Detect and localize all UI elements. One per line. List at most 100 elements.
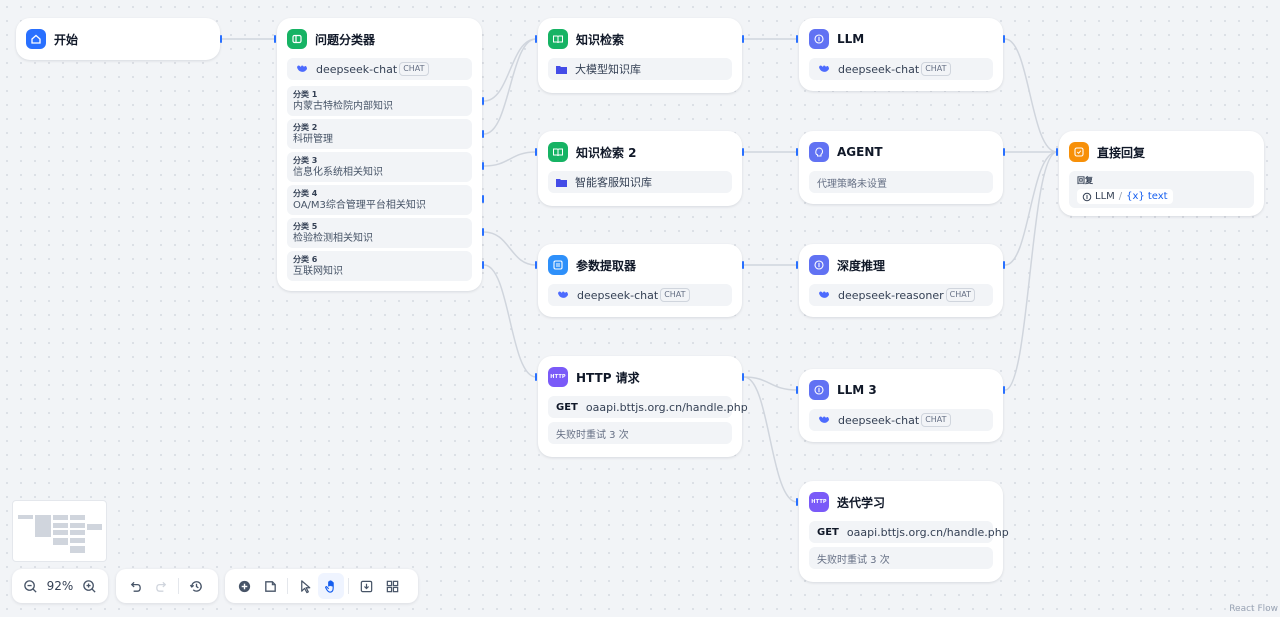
hand-icon xyxy=(324,579,334,593)
llm-icon xyxy=(809,29,829,49)
reason-output-handle[interactable] xyxy=(1003,261,1005,269)
direct-answer-node[interactable]: 直接回复 回复 LLM / {x} text xyxy=(1059,131,1264,216)
node-title: 深度推理 xyxy=(837,258,886,273)
iter-input-handle[interactable] xyxy=(796,498,798,506)
class-item[interactable]: 分类 2 科研管理 xyxy=(287,119,472,149)
edge-llm3-answer xyxy=(1004,151,1058,391)
kb1-input-handle[interactable] xyxy=(535,35,537,43)
class-key: 分类 3 xyxy=(293,156,318,165)
start-output-handle[interactable] xyxy=(220,35,222,43)
llm-output-handle[interactable] xyxy=(1003,35,1005,43)
answer-input-handle[interactable] xyxy=(1056,148,1058,156)
knowledge-retrieval-2-node[interactable]: 知识检索 2 智能客服知识库 xyxy=(538,131,742,206)
class-3-output-handle[interactable] xyxy=(482,162,484,170)
minimap-node xyxy=(70,538,85,543)
class-1-output-handle[interactable] xyxy=(482,97,484,105)
add-note-button[interactable] xyxy=(257,573,283,599)
class-5-output-handle[interactable] xyxy=(482,228,484,236)
model-selector[interactable]: deepseek-chat CHAT xyxy=(809,409,993,431)
dataset-item[interactable]: 智能客服知识库 xyxy=(548,171,732,193)
class-2-output-handle[interactable] xyxy=(482,130,484,138)
deep-reasoning-node[interactable]: 深度推理 deepseek-reasoner CHAT xyxy=(799,244,1003,317)
organize-layout-button[interactable] xyxy=(379,573,405,599)
kb2-output-handle[interactable] xyxy=(742,148,744,156)
param-input-handle[interactable] xyxy=(535,261,537,269)
llm-node[interactable]: LLM deepseek-chat CHAT xyxy=(799,18,1003,91)
model-selector[interactable]: deepseek-chat CHAT xyxy=(548,284,732,306)
class-item[interactable]: 分类 4 OA/M3综合管理平台相关知识 xyxy=(287,185,472,215)
deepseek-icon xyxy=(819,65,829,72)
deepseek-icon xyxy=(297,65,307,72)
undo-button[interactable] xyxy=(122,573,148,599)
class-value: 科研管理 xyxy=(293,134,333,145)
start-node[interactable]: 开始 xyxy=(16,18,220,60)
class-item[interactable]: 分类 5 检验检测相关知识 xyxy=(287,218,472,248)
request-url[interactable]: GET oaapi.bttjs.org.cn/handle.php xyxy=(548,396,748,418)
zoom-level[interactable]: 92% xyxy=(46,579,74,593)
reply-label: 回复 xyxy=(1077,176,1093,185)
model-selector[interactable]: deepseek-reasoner CHAT xyxy=(809,284,993,306)
model-type-tag: CHAT xyxy=(921,413,951,427)
redo-button[interactable] xyxy=(148,573,174,599)
history-icon xyxy=(189,580,202,592)
class-item[interactable]: 分类 6 互联网知识 xyxy=(287,251,472,281)
agent-output-handle[interactable] xyxy=(1003,148,1005,156)
deepseek-icon xyxy=(819,416,829,423)
http-output-handle[interactable] xyxy=(742,373,744,381)
toolbar-divider xyxy=(178,578,179,594)
classifier-input-handle[interactable] xyxy=(274,35,276,43)
reason-input-handle[interactable] xyxy=(796,261,798,269)
minimap-node xyxy=(35,515,51,537)
model-selector[interactable]: deepseek-chat CHAT xyxy=(287,58,472,80)
zoom-in-button[interactable] xyxy=(77,573,102,599)
minimap-node xyxy=(18,515,33,519)
class-item[interactable]: 分类 3 信息化系统相关知识 xyxy=(287,152,472,182)
parameter-extractor-node[interactable]: 参数提取器 deepseek-chat CHAT xyxy=(538,244,742,317)
reply-content[interactable]: 回复 LLM / {x} text xyxy=(1069,171,1254,208)
llm-input-handle[interactable] xyxy=(796,35,798,43)
edge-http-iter xyxy=(743,376,798,503)
kb2-input-handle[interactable] xyxy=(535,148,537,156)
param-output-handle[interactable] xyxy=(742,261,744,269)
class-key: 分类 5 xyxy=(293,222,318,231)
llm3-output-handle[interactable] xyxy=(1003,386,1005,394)
export-image-button[interactable] xyxy=(353,573,379,599)
undo-icon xyxy=(130,581,141,592)
request-url[interactable]: GET oaapi.bttjs.org.cn/handle.php xyxy=(809,521,1009,543)
http-request-node[interactable]: HTTP HTTP 请求 GET oaapi.bttjs.org.cn/hand… xyxy=(538,356,748,457)
hand-mode-button[interactable] xyxy=(318,573,344,599)
http-input-handle[interactable] xyxy=(535,373,537,381)
agent-node[interactable]: AGENT 代理策略未设置 xyxy=(799,131,1003,204)
minimap[interactable] xyxy=(12,500,107,562)
agent-strategy[interactable]: 代理策略未设置 xyxy=(809,171,993,193)
zoom-out-button[interactable] xyxy=(18,573,43,599)
model-name: deepseek-chat xyxy=(316,62,398,76)
folder-icon xyxy=(556,65,567,74)
add-node-button[interactable] xyxy=(231,573,257,599)
agent-input-handle[interactable] xyxy=(796,148,798,156)
class-item[interactable]: 分类 1 内蒙古特检院内部知识 xyxy=(287,86,472,116)
pointer-mode-button[interactable] xyxy=(292,573,318,599)
minimap-node xyxy=(53,515,68,520)
minimap-node xyxy=(70,523,85,528)
kb1-output-handle[interactable] xyxy=(742,35,744,43)
knowledge-retrieval-node[interactable]: 知识检索 大模型知识库 xyxy=(538,18,742,93)
dataset-item[interactable]: 大模型知识库 xyxy=(548,58,732,80)
dataset-name: 智能客服知识库 xyxy=(575,176,652,189)
http-method: GET xyxy=(817,526,839,538)
version-history-button[interactable] xyxy=(183,573,209,599)
redo-icon xyxy=(155,581,166,592)
iterative-learning-node[interactable]: HTTP 迭代学习 GET oaapi.bttjs.org.cn/handle.… xyxy=(799,481,1009,582)
llm-3-node[interactable]: LLM 3 deepseek-chat CHAT xyxy=(799,369,1003,442)
model-selector[interactable]: deepseek-chat CHAT xyxy=(809,58,993,80)
minimap-node xyxy=(87,524,102,530)
class-4-output-handle[interactable] xyxy=(482,195,484,203)
node-title: 迭代学习 xyxy=(837,495,886,510)
llm3-input-handle[interactable] xyxy=(796,386,798,394)
edge-classifier-kb1-b xyxy=(483,38,537,135)
react-flow-attribution[interactable]: React Flow xyxy=(1229,604,1278,614)
class-6-output-handle[interactable] xyxy=(482,261,484,269)
edge-classifier-param xyxy=(483,231,537,266)
classifier-node[interactable]: 问题分类器 deepseek-chat CHAT 分类 1 内蒙古特检院内部知识… xyxy=(277,18,482,291)
variable-reference[interactable]: LLM / {x} text xyxy=(1077,189,1173,204)
